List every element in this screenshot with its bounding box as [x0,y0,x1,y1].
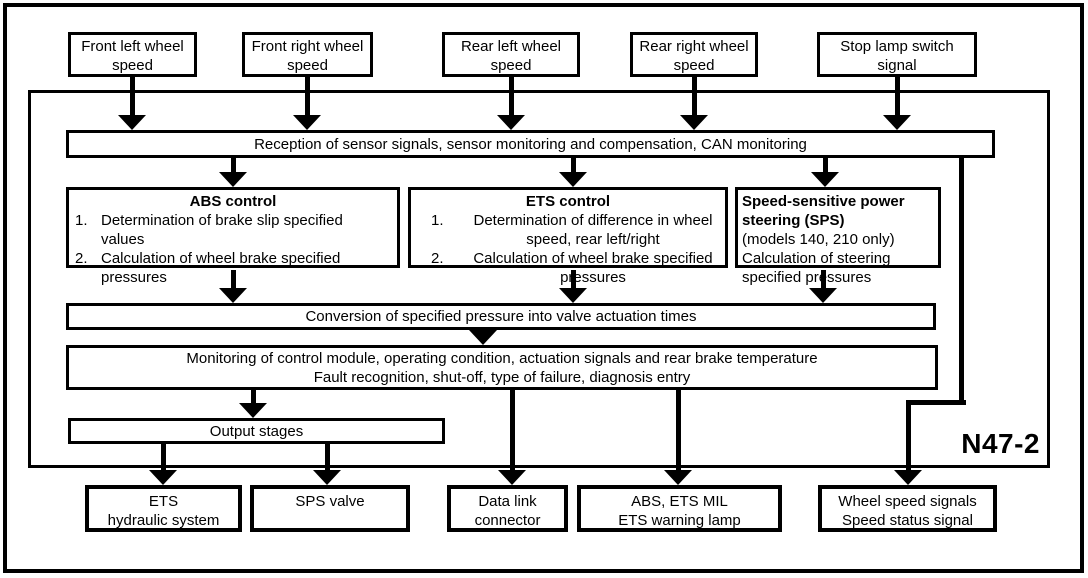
item-number: 2. [75,250,88,267]
conversion-bar: Conversion of specified pressure into va… [66,303,936,330]
connector-line [906,400,966,405]
output-box-wheel-speed-signals: Wheel speed signals Speed status signal [818,485,997,532]
output-stages-box: Output stages [68,418,445,444]
input-box-rear-right-wheel-speed: Rear right wheel speed [630,32,758,77]
flow-arrow-head [498,470,526,485]
conversion-label: Conversion of specified pressure into va… [305,308,697,325]
output-box-abs-ets-mil: ABS, ETS MIL ETS warning lamp [577,485,782,532]
flow-arrow-head [313,470,341,485]
flow-arrow-head [664,470,692,485]
flow-arrow-stem [821,270,826,290]
reception-bar: Reception of sensor signals, sensor moni… [66,130,995,158]
output-box-ets-hydraulic-system: ETS hydraulic system [85,485,242,532]
abs-control-item-1: 1. Determination of brake slip specified… [73,211,393,249]
module-label: N47-2 [961,428,1040,459]
output-label: Data link connector [474,493,541,529]
input-box-rear-left-wheel-speed: Rear left wheel speed [442,32,580,77]
ets-control-item-2: 2. Calculation of wheel brake specified … [415,249,721,287]
item-text: Determination of difference in wheel spe… [473,212,713,248]
flow-arrow-stem [510,390,515,472]
ets-control-box: ETS control 1. Determination of differen… [408,187,728,286]
input-label: Front left wheel speed [81,38,184,74]
flow-arrow-head [239,403,267,418]
ets-control-title: ETS control [525,193,611,210]
flow-arrow-head [293,115,321,130]
flow-arrow-stem [571,270,576,290]
input-label: Rear left wheel speed [460,38,562,74]
flow-arrow-head [149,470,177,485]
flow-arrow-head [219,288,247,303]
flow-arrow-stem [823,158,828,174]
input-box-stop-lamp-switch-signal: Stop lamp switch signal [817,32,977,77]
output-label: Wheel speed signals Speed status signal [838,493,977,529]
input-label: Front right wheel speed [251,38,364,74]
item-text: Calculation of wheel brake specified pre… [473,250,713,286]
flow-arrow-stem [231,158,236,174]
monitoring-box: Monitoring of control module, operating … [66,345,938,390]
outer-frame [3,3,1084,573]
output-label: SPS valve [295,493,365,510]
flow-arrow-stem [130,77,135,117]
flow-arrow-stem [251,390,256,405]
output-label: ETS hydraulic system [107,493,220,529]
input-label: Stop lamp switch signal [840,38,954,74]
flow-arrow-stem [571,158,576,174]
item-text: Calculation of wheel brake specified pre… [101,250,341,286]
flow-arrow-stem [895,77,900,117]
item-number: 2. [431,250,444,267]
abs-control-title: ABS control [189,193,277,210]
flow-arrow-stem [231,270,236,290]
flow-arrow-head [118,115,146,130]
sps-box: Speed-sensitive power steering (SPS) (mo… [735,187,941,286]
monitoring-label: Monitoring of control module, operating … [186,349,818,386]
ets-control-item-1: 1. Determination of difference in wheel … [415,211,721,249]
flow-arrow-head [469,330,497,345]
output-box-data-link-connector: Data link connector [447,485,568,532]
input-label: Rear right wheel speed [639,38,749,74]
flow-arrow-head [894,470,922,485]
item-number: 1. [75,212,88,229]
flow-arrow-stem [692,77,697,117]
abs-control-box: ABS control 1. Determination of brake sl… [66,187,400,286]
input-box-front-left-wheel-speed: Front left wheel speed [68,32,197,77]
flow-arrow-head [559,172,587,187]
flow-arrow-head [497,115,525,130]
item-number: 1. [431,212,444,229]
flow-arrow-stem [509,77,514,117]
flow-arrow-head [883,115,911,130]
sps-text: Calculation of steering specified pressu… [742,250,891,286]
flow-arrow-head [809,288,837,303]
flow-arrow-head [559,288,587,303]
flow-arrow-stem [305,77,310,117]
reception-label: Reception of sensor signals, sensor moni… [254,135,807,153]
flow-arrow-head [680,115,708,130]
connector-line [959,158,964,405]
output-box-sps-valve: SPS valve [250,485,410,532]
flow-arrow-stem [325,443,330,472]
flow-arrow-stem [906,402,911,472]
item-text: Determination of brake slip specified va… [101,212,343,248]
output-label: ABS, ETS MIL ETS warning lamp [618,493,741,529]
flow-arrow-head [811,172,839,187]
flow-arrow-stem [676,390,681,472]
output-stages-label: Output stages [209,422,304,440]
flow-arrow-stem [161,443,166,472]
input-box-front-right-wheel-speed: Front right wheel speed [242,32,373,77]
flow-arrow-head [219,172,247,187]
sps-note: (models 140, 210 only) [742,231,895,248]
sps-title: Speed-sensitive power steering (SPS) [742,193,905,229]
abs-control-item-2: 2. Calculation of wheel brake specified … [73,249,393,287]
